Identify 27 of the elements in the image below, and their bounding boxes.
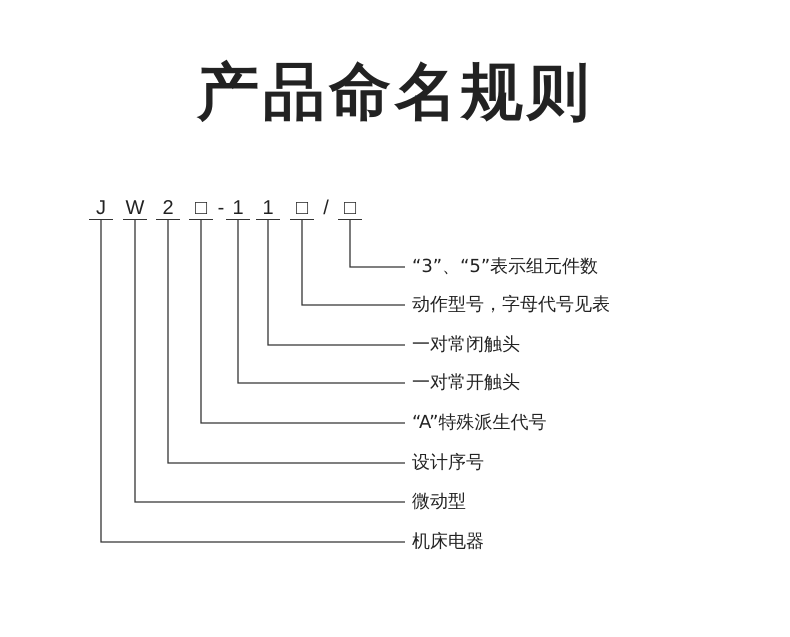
leader-line — [267, 220, 405, 346]
leader-line — [237, 220, 405, 384]
leader-line — [134, 220, 405, 503]
leader-line — [301, 220, 405, 306]
code-character: □ — [189, 196, 213, 220]
description-text: 一对常开触头 — [412, 370, 520, 396]
leader-line — [200, 220, 405, 424]
code-character: □ — [290, 196, 314, 220]
code-character: 1 — [256, 196, 280, 220]
description-text: 一对常闭触头 — [412, 332, 520, 358]
description-text: 动作型号，字母代号见表 — [412, 292, 610, 318]
separator-symbol: / — [322, 196, 330, 220]
code-character: 1 — [226, 196, 250, 220]
description-text: 机床电器 — [412, 529, 484, 555]
leader-line — [349, 220, 405, 268]
description-text: “A”特殊派生代号 — [412, 410, 546, 436]
leader-line — [100, 220, 405, 543]
code-character: J — [89, 196, 113, 220]
leader-line — [167, 220, 405, 464]
title: 产品命名规则 — [196, 54, 594, 130]
description-text: 设计序号 — [412, 450, 484, 476]
description-text: “3”、“5”表示组元件数 — [412, 254, 598, 280]
description-text: 微动型 — [412, 489, 466, 515]
code-character: □ — [338, 196, 362, 220]
separator-symbol: - — [216, 196, 226, 220]
code-character: 2 — [156, 196, 180, 220]
code-character: W — [123, 196, 147, 220]
